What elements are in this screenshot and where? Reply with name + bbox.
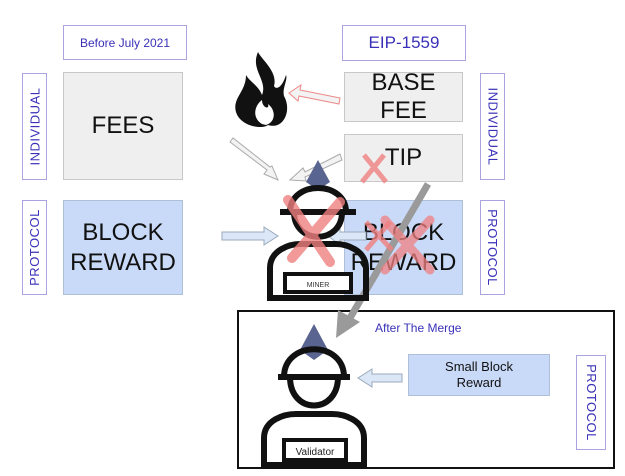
reward-text: REWARD [70, 248, 176, 276]
tip-text: TIP [384, 144, 423, 171]
small-reward-text: Reward [456, 375, 502, 390]
miner-cross-icon [283, 195, 345, 267]
left-individual-label: INDIVIDUAL [22, 73, 47, 180]
fees-text: FEES [91, 112, 155, 139]
before-july-2021-label: Before July 2021 [63, 25, 187, 60]
small-block-text: Small Block [445, 359, 513, 374]
right-block-reward-cross-icon [380, 215, 435, 275]
base-fee-text: BASE FEE [371, 69, 436, 124]
validator-icon [261, 324, 367, 468]
miner-label: MINER [307, 282, 330, 289]
after-merge-panel [237, 310, 615, 469]
base-fee-box: BASE FEE [344, 69, 463, 124]
right-individual-label: INDIVIDUAL [480, 73, 505, 180]
base-fee-to-fire-arrow [288, 83, 341, 105]
fees-to-miner-arrow [229, 137, 279, 181]
eip-1559-label: EIP-1559 [342, 25, 466, 61]
before-label-text: Before July 2021 [79, 35, 171, 50]
tip-cross-icon [360, 153, 388, 184]
block-text: BLOCK [82, 218, 164, 246]
fire-icon [235, 52, 288, 128]
eip-label-text: EIP-1559 [368, 33, 440, 52]
left-protocol-label: PROTOCOL [22, 200, 47, 295]
after-merge-title: After The Merge [375, 320, 461, 336]
merge-protocol-label: PROTOCOL [576, 355, 606, 450]
after-merge-text: After The Merge [375, 321, 462, 335]
small-reward-to-validator-arrow [357, 368, 403, 388]
tip-to-validator-arrow [336, 182, 432, 338]
block-reward-left-to-miner-arrow [221, 226, 279, 246]
validator-label: Validator [296, 447, 335, 458]
right-protocol-label: PROTOCOL [480, 200, 505, 295]
fees-box: FEES [63, 72, 183, 180]
